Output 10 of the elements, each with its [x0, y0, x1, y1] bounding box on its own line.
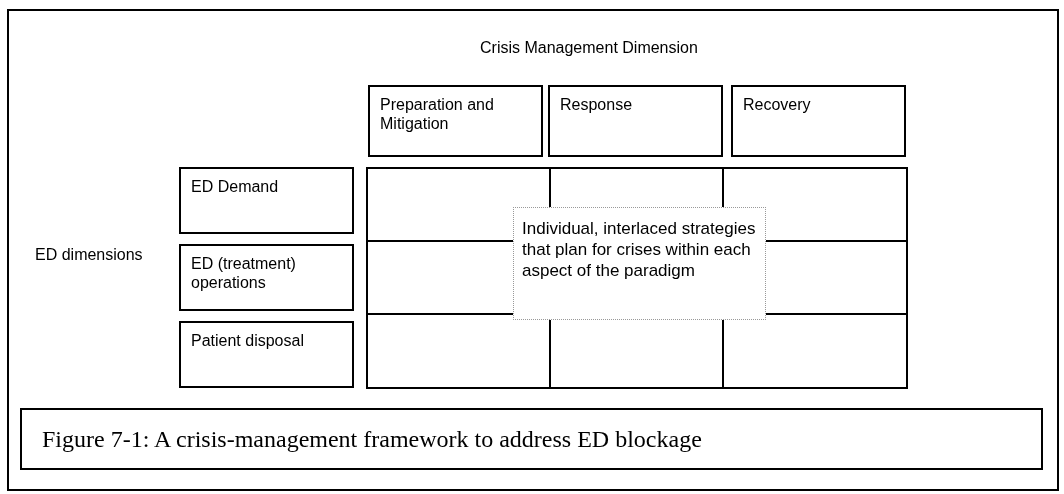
column-header-box: Response [548, 85, 723, 157]
row-header-box: Patient disposal [179, 321, 354, 388]
axis-title: Crisis Management Dimension [480, 38, 698, 57]
figure-caption: Figure 7-1: A crisis-management framework to address ED blockage [20, 408, 1043, 470]
axis-title: ED dimensions [35, 245, 144, 264]
strategy-text-box: Individual, interlaced strategies that plan for crises within each aspect of the paradigm [513, 207, 766, 320]
column-header-box: Preparation and Mitigation [368, 85, 543, 157]
column-header-box: Recovery [731, 85, 906, 157]
row-header-box: ED Demand [179, 167, 354, 234]
row-header-box: ED (treatment) operations [179, 244, 354, 311]
